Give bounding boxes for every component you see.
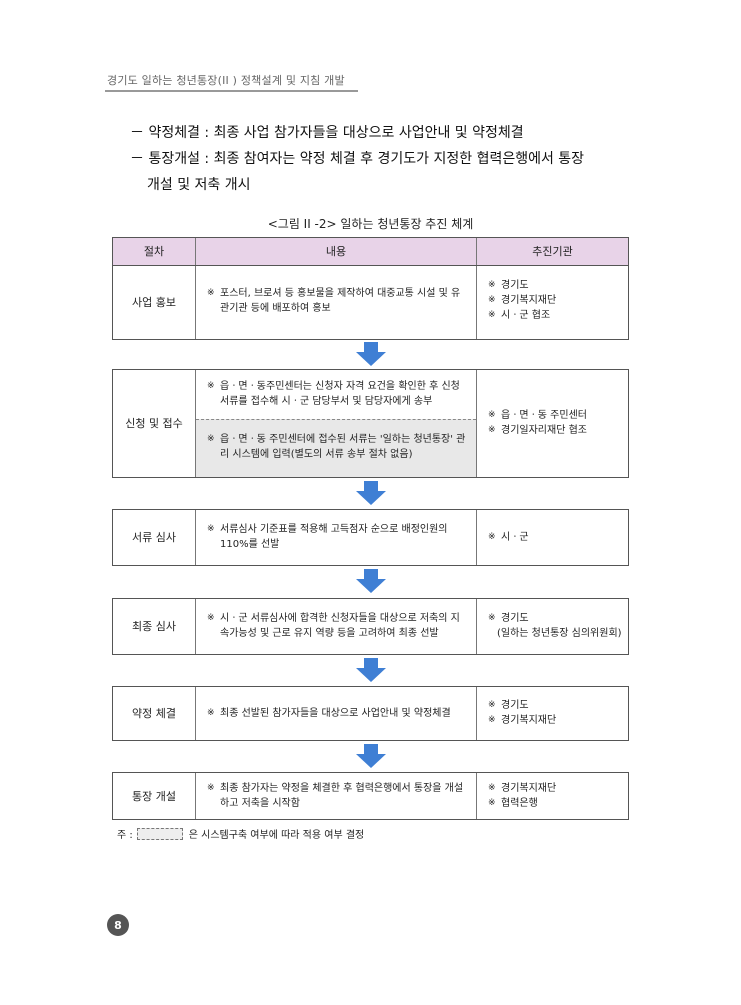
step-label: 최종 심사 xyxy=(113,599,196,654)
step-label: 신청 및 접수 xyxy=(113,370,196,477)
step-agency: ※경기복지재단 ※협력은행 xyxy=(488,783,557,809)
down-arrow-icon xyxy=(356,481,386,505)
down-arrow-icon xyxy=(356,569,386,593)
agency-text: 경기복지재단 xyxy=(501,783,557,794)
content-part-1: ※읍ㆍ면ㆍ동주민센터는 신청자 자격 요건을 확인한 후 신청서류를 접수해 시… xyxy=(207,381,460,407)
content-part-2-shaded: ※읍ㆍ면ㆍ동 주민센터에 접수된 서류는 '일하는 청년통장' 관리 시스템에 … xyxy=(196,419,476,477)
step-row-final-review: 최종 심사 ※시ㆍ군 서류심사에 합격한 신청자들을 대상으로 저축의 지속가능… xyxy=(112,598,629,655)
table-header-row: 절차 내용 추진기관 xyxy=(112,237,629,266)
content-text: 읍ㆍ면ㆍ동주민센터는 신청자 자격 요건을 확인한 후 신청서류를 접수해 시ㆍ… xyxy=(220,381,460,407)
agency-text: 경기도 xyxy=(501,613,529,624)
content-text: 포스터, 브로셔 등 홍보물을 제작하여 대중교통 시설 및 유관기관 등에 배… xyxy=(220,288,461,314)
content-text: 서류심사 기준표를 적용해 고득점자 순으로 배정인원의 110%를 선발 xyxy=(220,524,448,550)
down-arrow-icon xyxy=(356,342,386,366)
col-header-content: 내용 xyxy=(196,238,477,265)
page-number-badge: 8 xyxy=(107,914,129,936)
shaded-swatch xyxy=(136,827,183,840)
step-agency: ※경기도 ※경기복지재단 xyxy=(488,700,557,726)
step-agency: ※경기도 (일하는 청년통장 심의위원회) xyxy=(488,613,622,639)
agency-text: 경기복지재단 xyxy=(501,715,557,726)
content-text: 시ㆍ군 서류심사에 합격한 신청자들을 대상으로 저축의 지속가능성 및 근로 … xyxy=(220,613,460,639)
down-arrow-icon xyxy=(356,658,386,682)
content-text: 최종 선발된 참가자들을 대상으로 사업안내 및 약정체결 xyxy=(220,708,451,719)
col-header-agency: 추진기관 xyxy=(532,245,573,258)
step-content: ※시ㆍ군 서류심사에 합격한 신청자들을 대상으로 저축의 지속가능성 및 근로… xyxy=(196,599,477,654)
header-rule xyxy=(105,90,358,92)
step-row-promotion: 사업 홍보 ※포스터, 브로셔 등 홍보물을 제작하여 대중교통 시설 및 유관… xyxy=(112,265,629,340)
bullet-agreement: － 약정체결 : 최종 사업 참가자들을 대상으로 사업안내 및 약정체결 xyxy=(130,125,524,141)
step-content: ※읍ㆍ면ㆍ동주민센터는 신청자 자격 요건을 확인한 후 신청서류를 접수해 시… xyxy=(196,370,477,477)
step-content: ※서류심사 기준표를 적용해 고득점자 순으로 배정인원의 110%를 선발 xyxy=(196,510,477,565)
step-label: 통장 개설 xyxy=(113,773,196,819)
step-content: ※포스터, 브로셔 등 홍보물을 제작하여 대중교통 시설 및 유관기관 등에 … xyxy=(196,266,477,339)
note-prefix: 주 : xyxy=(117,830,133,841)
step-content: ※최종 선발된 참가자들을 대상으로 사업안내 및 약정체결 xyxy=(196,687,477,740)
step-row-account-opening: 통장 개설 ※최종 참가자는 약정을 체결한 후 협력은행에서 통장을 개설하고… xyxy=(112,772,629,820)
running-header: 경기도 일하는 청년통장(II ) 정책설계 및 지침 개발 xyxy=(107,74,345,87)
agency-text: 경기복지재단 xyxy=(501,295,557,306)
agency-text: 경기도 xyxy=(501,280,529,291)
step-row-document-review: 서류 심사 ※서류심사 기준표를 적용해 고득점자 순으로 배정인원의 110%… xyxy=(112,509,629,566)
bullet-account-cont: 개설 및 저축 개시 xyxy=(147,177,251,193)
step-content: ※최종 참가자는 약정을 체결한 후 협력은행에서 통장을 개설하고 저축을 시… xyxy=(196,773,477,819)
agency-text: 읍ㆍ면ㆍ동 주민센터 xyxy=(501,410,587,421)
bullet-account: － 통장개설 : 최종 참여자는 약정 체결 후 경기도가 지정한 협력은행에서… xyxy=(130,151,585,167)
agency-text: 경기도 xyxy=(501,700,529,711)
agency-text: 경기일자리재단 협조 xyxy=(501,425,587,436)
agency-text: 시ㆍ군 협조 xyxy=(501,310,551,321)
table-footnote: 주 : 은 시스템구축 여부에 따라 적용 여부 결정 xyxy=(117,826,364,841)
note-text: 은 시스템구축 여부에 따라 적용 여부 결정 xyxy=(188,830,365,841)
step-agency: ※경기도 ※경기복지재단 ※시ㆍ군 협조 xyxy=(488,280,557,321)
step-label: 사업 홍보 xyxy=(113,266,196,339)
down-arrow-icon xyxy=(356,744,386,768)
agency-text: 시ㆍ군 xyxy=(501,532,529,543)
agency-text: (일하는 청년통장 심의위원회) xyxy=(497,628,622,639)
step-row-application: 신청 및 접수 ※읍ㆍ면ㆍ동주민센터는 신청자 자격 요건을 확인한 후 신청서… xyxy=(112,369,629,478)
col-header-step: 절차 xyxy=(113,238,196,265)
step-row-agreement: 약정 체결 ※최종 선발된 참가자들을 대상으로 사업안내 및 약정체결 ※경기… xyxy=(112,686,629,741)
content-text: 최종 참가자는 약정을 체결한 후 협력은행에서 통장을 개설하고 저축을 시작… xyxy=(220,783,464,809)
step-label: 서류 심사 xyxy=(113,510,196,565)
step-agency: ※읍ㆍ면ㆍ동 주민센터 ※경기일자리재단 협조 xyxy=(488,410,587,436)
step-label: 약정 체결 xyxy=(113,687,196,740)
agency-text: 협력은행 xyxy=(501,798,538,809)
content-text: 읍ㆍ면ㆍ동 주민센터에 접수된 서류는 '일하는 청년통장' 관리 시스템에 입… xyxy=(220,434,466,460)
step-agency: ※시ㆍ군 xyxy=(488,532,529,543)
figure-title: <그림 II -2> 일하는 청년통장 추진 체계 xyxy=(267,217,474,231)
